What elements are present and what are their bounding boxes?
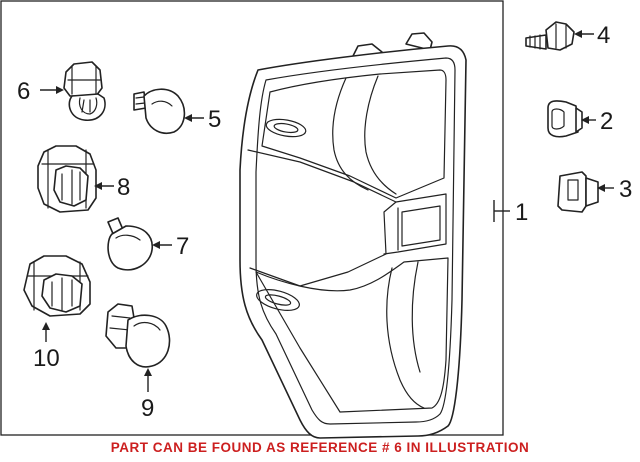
callout-6: 6 bbox=[17, 78, 30, 105]
callout-8: 8 bbox=[117, 174, 130, 201]
callout-4: 4 bbox=[597, 22, 610, 49]
callout-10: 10 bbox=[33, 345, 60, 372]
bulb-icon bbox=[133, 88, 186, 134]
bulb-socket-icon bbox=[23, 255, 91, 317]
grommet-icon bbox=[547, 100, 583, 138]
callout-2: 2 bbox=[600, 108, 613, 135]
screw-icon bbox=[525, 21, 575, 51]
callout-1: 1 bbox=[515, 199, 528, 226]
callout-9: 9 bbox=[141, 395, 154, 422]
bulb-icon bbox=[105, 303, 171, 368]
callout-3: 3 bbox=[619, 176, 632, 203]
callout-7: 7 bbox=[176, 233, 189, 260]
callout-5: 5 bbox=[208, 106, 221, 133]
bulb-socket-icon bbox=[37, 145, 97, 213]
bulb-icon bbox=[107, 217, 153, 271]
diagram-frame bbox=[0, 0, 504, 436]
part-reference-note: PART CAN BE FOUND AS REFERENCE # 6 IN IL… bbox=[110, 440, 530, 455]
bulb-socket-icon bbox=[63, 61, 106, 121]
clip-icon bbox=[557, 171, 599, 213]
tail-lamp-assembly-icon bbox=[239, 32, 467, 439]
